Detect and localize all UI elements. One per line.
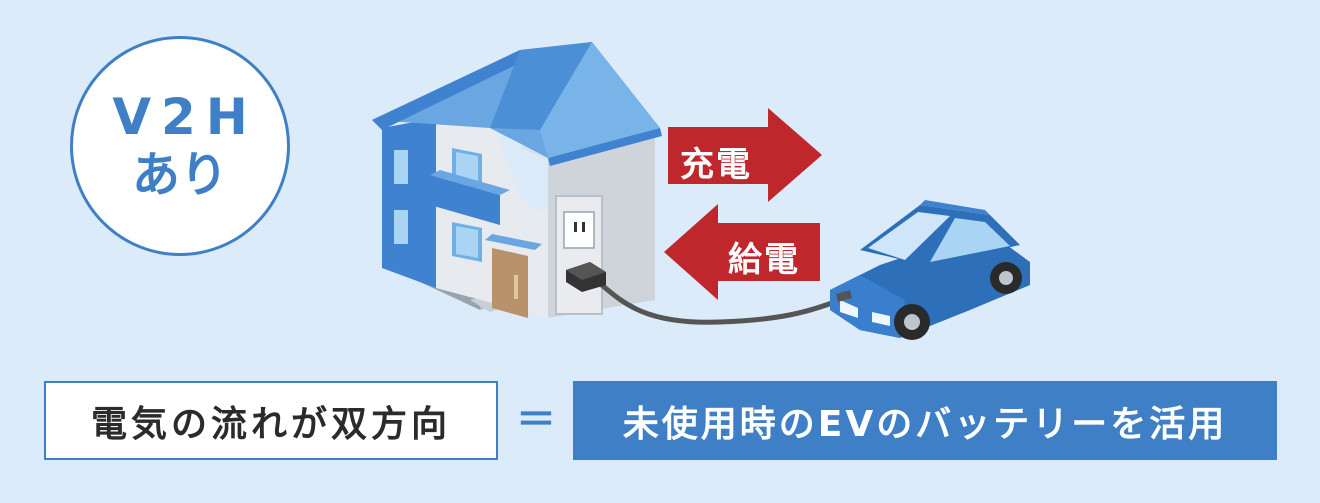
- charge-arrow: [668, 108, 822, 202]
- badge-line1: V2H: [112, 88, 258, 146]
- equals-sign: ＝: [516, 397, 556, 443]
- charging-cable: [587, 272, 848, 325]
- v2h-badge: V2H あり: [70, 36, 290, 256]
- wall-outlet-icon: [566, 262, 606, 292]
- badge-line2: あり: [131, 147, 228, 203]
- bidirectional-flow-box: 電気の流れが双方向: [44, 381, 498, 460]
- supply-label: 給電: [728, 240, 800, 280]
- battery-utilization-box: 未使用時のEVのバッテリーを活用: [573, 381, 1277, 460]
- ev-car-illustration: [830, 200, 1030, 340]
- supply-arrow: [664, 204, 820, 300]
- house-illustration: [372, 42, 662, 318]
- charge-label: 充電: [680, 145, 752, 185]
